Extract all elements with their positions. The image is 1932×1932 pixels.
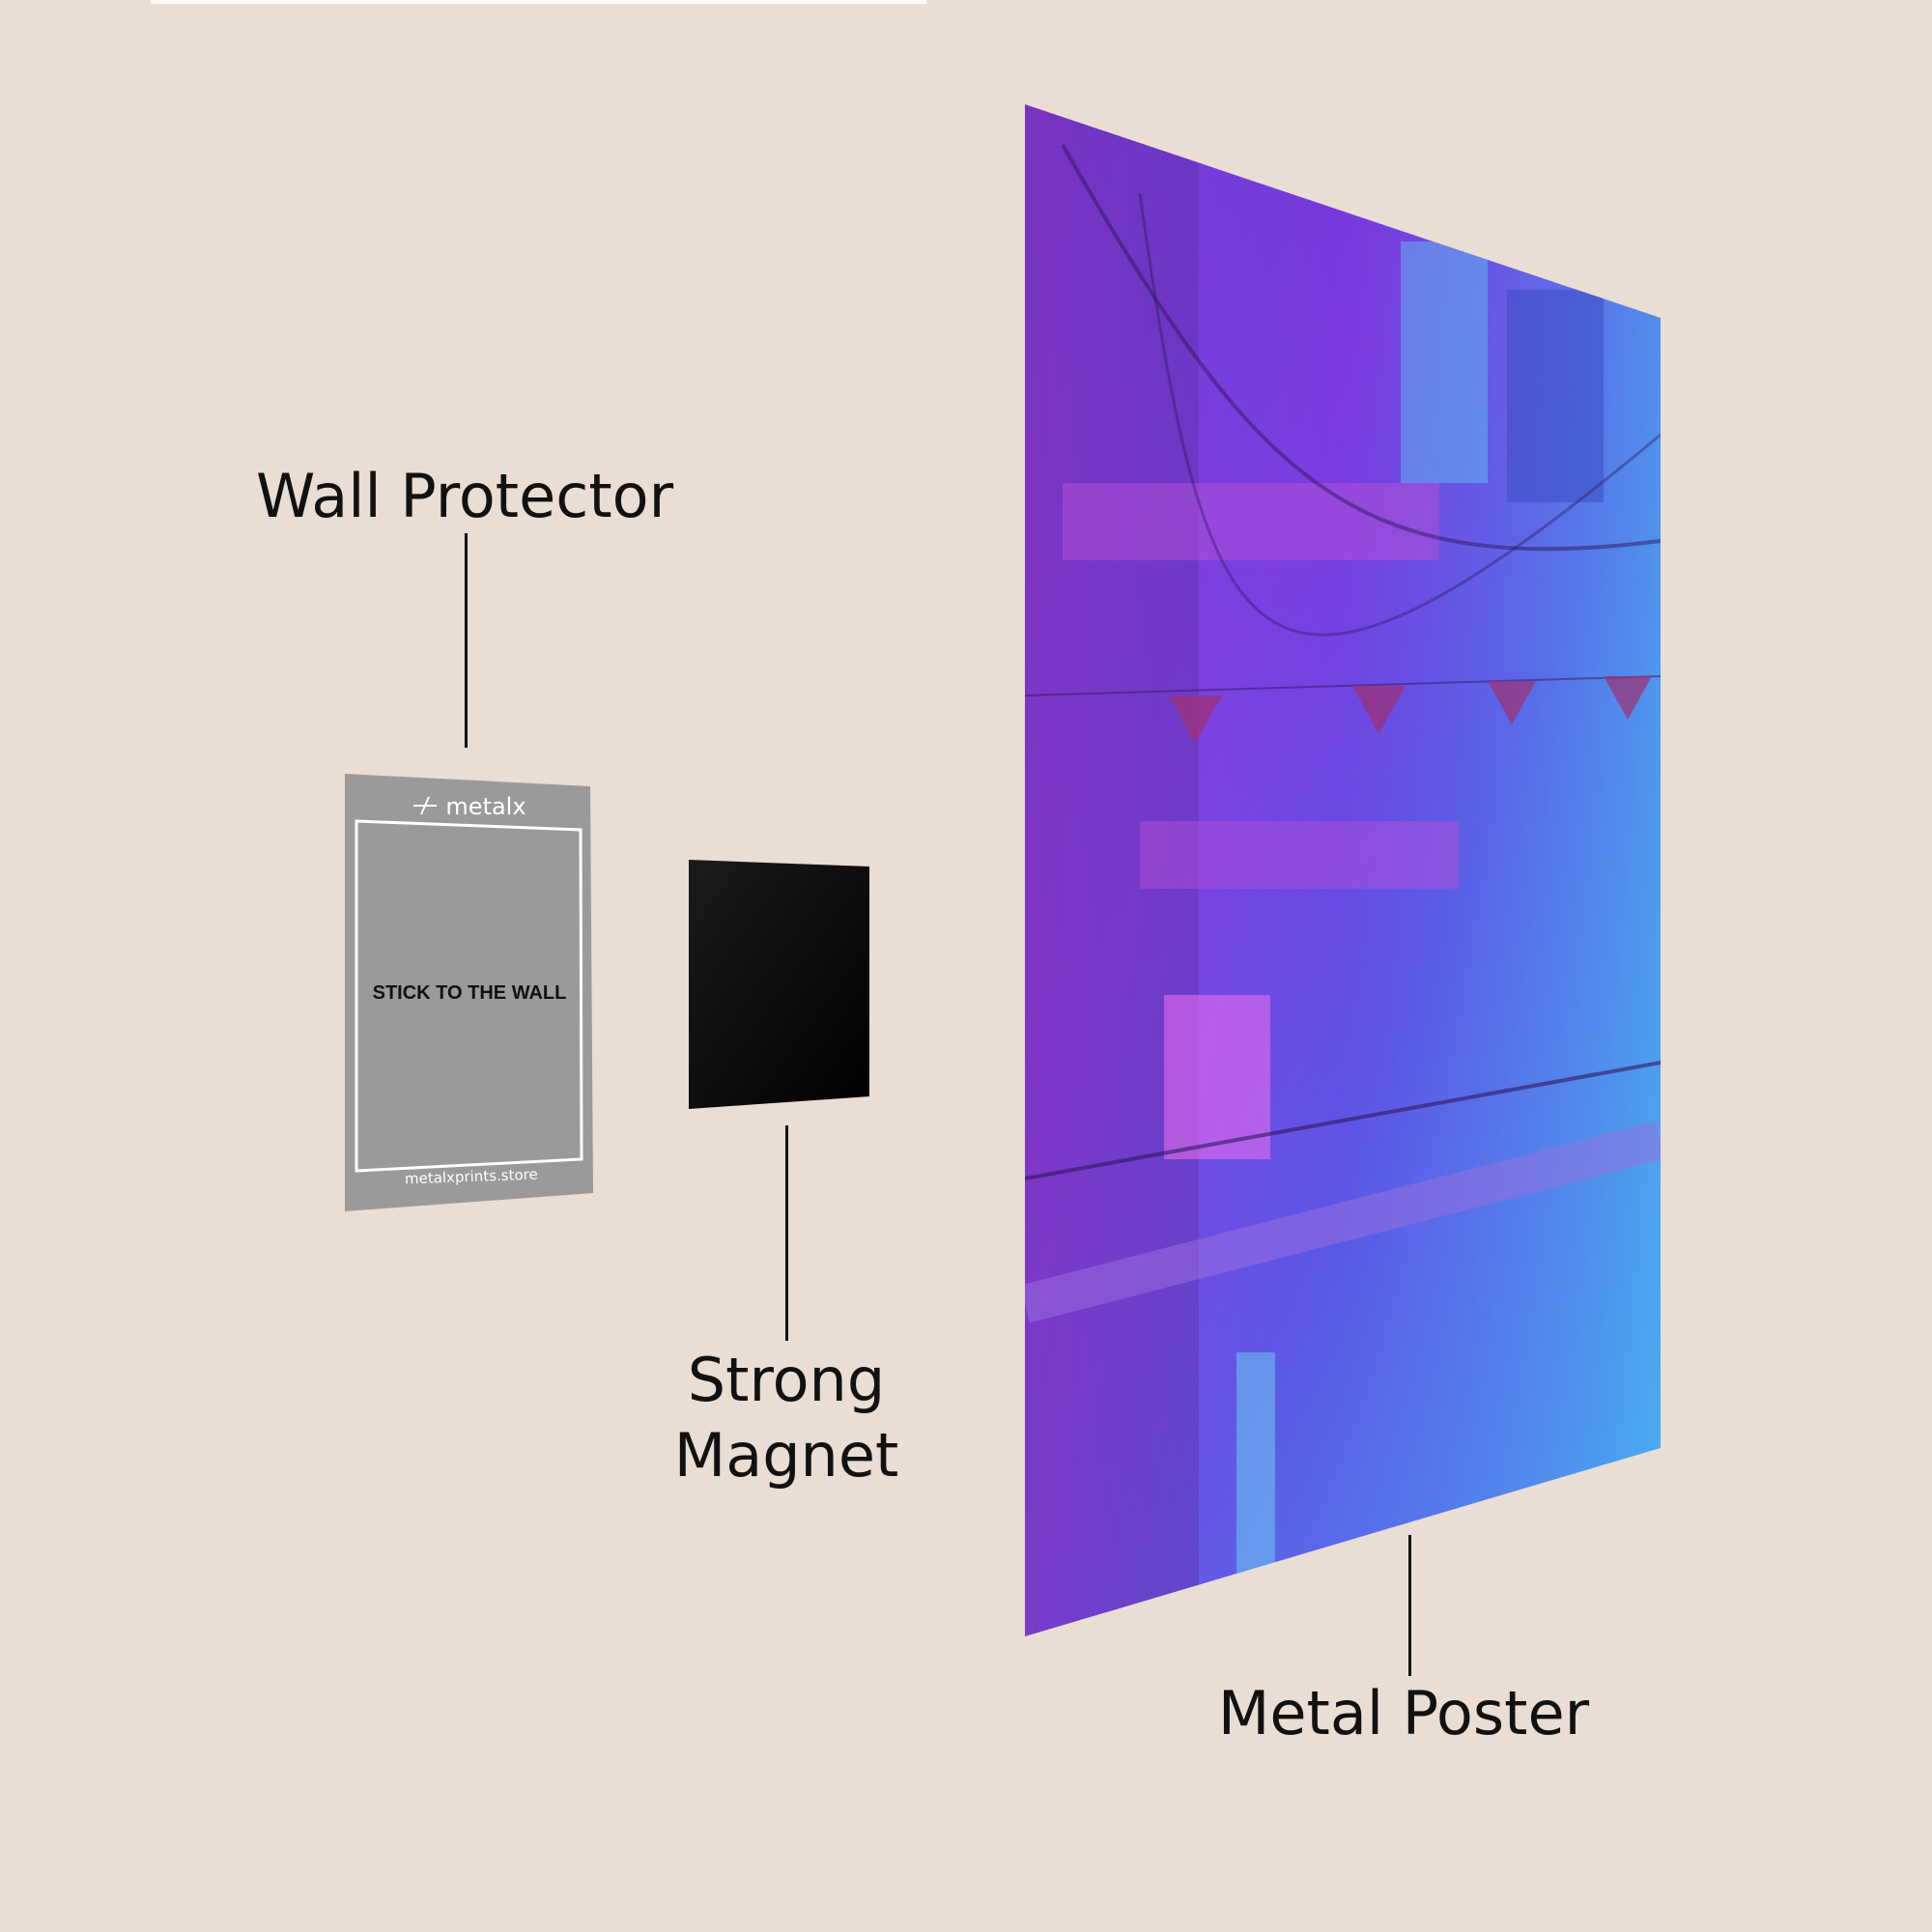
instruction-text: STICK TO THE WALL <box>373 982 567 1004</box>
pointer-line-magnet <box>785 1125 788 1341</box>
label-strong: Strong <box>687 1345 886 1415</box>
label-metal-poster: Metal Poster <box>1217 1678 1590 1748</box>
label-magnet: Magnet <box>673 1420 899 1491</box>
pointer-line-metal-poster <box>1408 1535 1411 1676</box>
brand-logo-text: metalx <box>445 793 526 820</box>
magnet <box>689 860 869 1109</box>
label-wall-protector: Wall Protector <box>255 461 674 531</box>
website-text: metalxprints.store <box>405 1166 538 1188</box>
metalx-logo-icon <box>413 796 437 815</box>
metal-poster <box>1025 104 1661 1636</box>
top-strip <box>151 0 926 4</box>
pointer-line-wall-protector <box>465 533 468 748</box>
wall-protector: metalx STICK TO THE WALL metalxprints.st… <box>345 774 593 1211</box>
